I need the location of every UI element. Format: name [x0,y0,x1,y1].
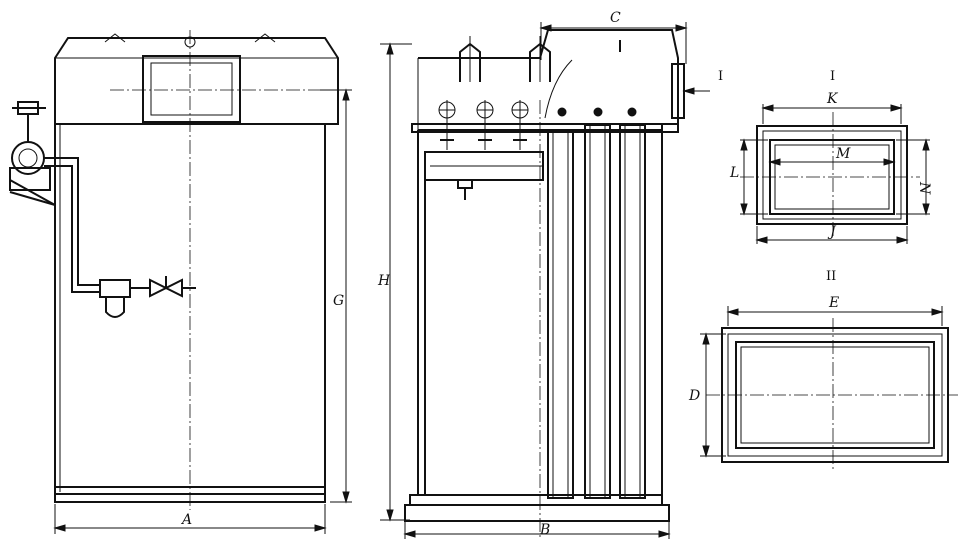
dimension-C-label: C [610,10,621,26]
dimension-B-label: B [539,522,550,538]
dimension-J-label: J [827,224,837,240]
dimension-L-label: L [729,165,739,181]
section-1-label: I [830,69,835,84]
section-1-view [740,104,930,244]
section-2-label: II [826,269,836,284]
section-2-view [700,306,958,470]
dimension-A-label: A [180,512,192,528]
section-arrow-mark: I [718,69,723,84]
front-view [9,30,352,534]
dimension-N-label: N [916,181,932,195]
side-view [380,22,710,539]
dimension-K-label: K [826,91,839,107]
dimension-M-label: M [835,146,851,162]
dimension-E-label: E [828,295,839,311]
dimension-H-label: H [377,273,391,289]
dimension-D-label: D [688,388,700,404]
dimension-G-label: G [333,293,344,309]
